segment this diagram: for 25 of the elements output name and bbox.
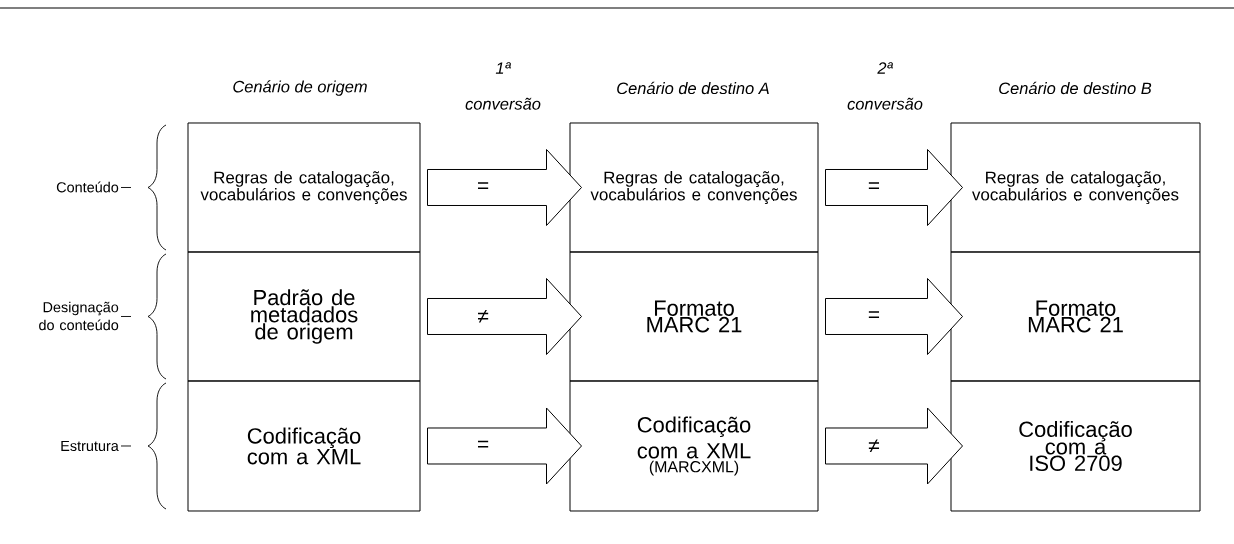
- text-box: Formato MARC 21: [950, 251, 1201, 382]
- text-box: Formato MARC 21: [569, 251, 819, 382]
- row-label: Estrutura: [61, 440, 119, 452]
- column-header: 1ª conversão: [465, 62, 541, 110]
- block-arrow: [427, 407, 582, 485]
- text-box: Regras de catalogação, vocabulários e convenções: [569, 122, 819, 253]
- edge-label: =: [476, 439, 491, 453]
- text-box: Regras de catalogação, vocabulários e convenções: [950, 122, 1201, 253]
- text-box: Padrão de metadados de origem: [187, 251, 421, 382]
- column-header: Cenário de destino B: [999, 81, 1152, 95]
- column-header: 2ª conversão: [847, 62, 923, 110]
- column-header: Cenário de destino A: [617, 81, 769, 95]
- block-arrow: [825, 278, 963, 355]
- column-header: Cenário de origem: [233, 80, 367, 96]
- block-arrow: [427, 278, 582, 355]
- edge-label: ≠: [867, 438, 881, 454]
- block-arrow: [825, 149, 963, 226]
- text-box: Codificação com a ISO 2709: [950, 380, 1201, 512]
- block-arrow: [825, 407, 963, 485]
- text-box: Codificação com a XML (MARCXML): [569, 380, 819, 512]
- text-box: Regras de catalogação, vocabulários e convenções: [187, 122, 421, 253]
- row-label: Conteúdo: [56, 181, 119, 193]
- block-arrow: [427, 149, 582, 226]
- row-label: Designação do conteúdo: [39, 301, 119, 331]
- text-box: Codificação com a XML: [187, 380, 421, 512]
